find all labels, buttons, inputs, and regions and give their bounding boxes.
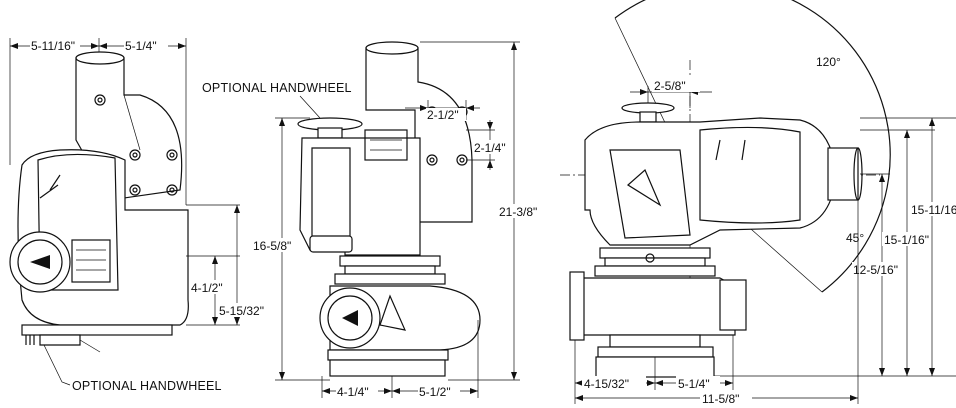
dim-2-5-8: 2-5/8" [654,79,686,93]
dim-5-11-16: 5-11/16" [31,39,75,53]
dim-15-1-16: 15-1/16" [884,233,929,247]
dim-5-1-2: 5-1/2" [419,385,451,399]
dim-4-1-4: 4-1/4" [337,385,369,399]
callout-optional-handwheel-top: OPTIONAL HANDWHEEL [202,81,352,95]
dim-5-1-4-right: 5-1/4" [678,377,710,391]
left-view: 5-11/16" 5-1/4" [9,38,273,393]
dim-11-5-8: 11-5/8" [702,392,739,406]
middle-view: OPTIONAL HANDWHEEL [202,41,548,399]
dim-2-1-2: 2-1/2" [427,108,459,122]
right-view: 120° 45° 2-5/8" [560,0,956,406]
dim-12-5-16: 12-5/16" [853,263,898,277]
angle-45: 45° [846,231,864,245]
angle-120: 120° [816,55,841,69]
dim-21-3-8: 21-3/8" [499,205,537,219]
dim-4-1-2: 4-1/2" [191,281,223,295]
dim-4-15-32: 4-15/32" [584,377,629,391]
dim-16-5-8: 16-5/8" [253,239,291,253]
dim-5-1-4-left: 5-1/4" [125,39,157,53]
dim-15-11-16: 15-11/16" [911,203,956,217]
dim-2-1-4: 2-1/4" [474,141,506,155]
dim-5-15-32: 5-15/32" [219,304,264,318]
callout-optional-handwheel-bottom: OPTIONAL HANDWHEEL [72,379,222,393]
